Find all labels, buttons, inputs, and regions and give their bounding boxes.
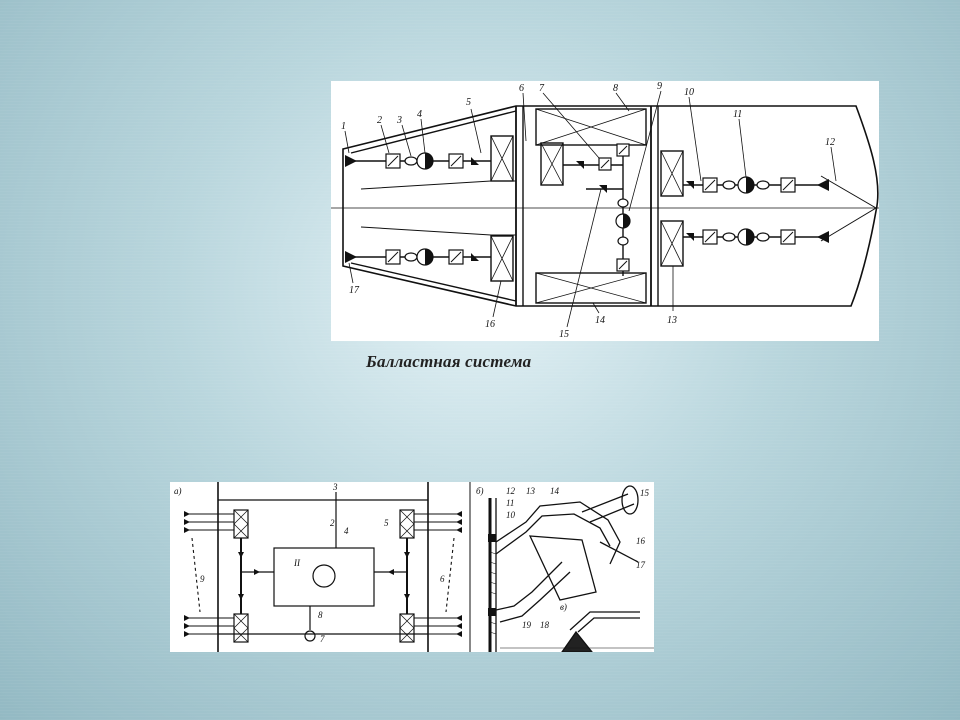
label-b-16: 16 [636, 536, 646, 546]
ballast-detail-drawing: а) б) в) 3 2 4 5 6 9 II 8 7 12 13 14 15 … [174, 482, 654, 653]
label-4: 4 [417, 109, 422, 120]
label-a-2: 2 [330, 518, 335, 528]
label-a-II: II [293, 558, 301, 568]
label-a-9: 9 [200, 574, 205, 584]
ballast-plan-drawing: 1 2 3 4 5 6 7 8 9 10 11 12 13 14 15 16 1… [331, 81, 879, 340]
label-1: 1 [341, 121, 346, 132]
label-b-17: 17 [636, 560, 646, 570]
label-b-14: 14 [550, 486, 560, 496]
label-a-7: 7 [320, 634, 325, 644]
panel-v-label: в) [560, 602, 567, 612]
label-a-4: 4 [344, 526, 349, 536]
label-8: 8 [613, 83, 618, 94]
label-16: 16 [485, 319, 495, 330]
ballast-system-plan-figure: 1 2 3 4 5 6 7 8 9 10 11 12 13 14 15 16 1… [331, 81, 879, 341]
panel-a-label: а) [174, 486, 182, 496]
label-b-13: 13 [526, 486, 536, 496]
label-a-3: 3 [332, 482, 338, 492]
slide-caption: Балластная система [366, 352, 532, 371]
label-b-18: 18 [540, 620, 550, 630]
label-b-11: 11 [506, 498, 514, 508]
label-b-19: 19 [522, 620, 532, 630]
label-a-8: 8 [318, 610, 323, 620]
label-13: 13 [667, 315, 677, 326]
label-b-10: 10 [506, 510, 516, 520]
label-9: 9 [657, 81, 662, 92]
label-12: 12 [825, 137, 835, 148]
panel-b-label: б) [476, 486, 484, 496]
label-14: 14 [595, 315, 605, 326]
label-11: 11 [733, 109, 742, 120]
label-5: 5 [466, 97, 471, 108]
label-b-15: 15 [640, 488, 650, 498]
label-a-6: 6 [440, 574, 445, 584]
label-2: 2 [377, 115, 382, 126]
label-17: 17 [349, 285, 360, 296]
label-a-5: 5 [384, 518, 389, 528]
label-b-12: 12 [506, 486, 516, 496]
label-6: 6 [519, 83, 524, 94]
label-10: 10 [684, 87, 694, 98]
ballast-detail-figure: а) б) в) 3 2 4 5 6 9 II 8 7 12 13 14 15 … [170, 482, 654, 653]
label-7: 7 [539, 83, 545, 94]
label-3: 3 [396, 115, 402, 126]
label-15: 15 [559, 329, 569, 340]
